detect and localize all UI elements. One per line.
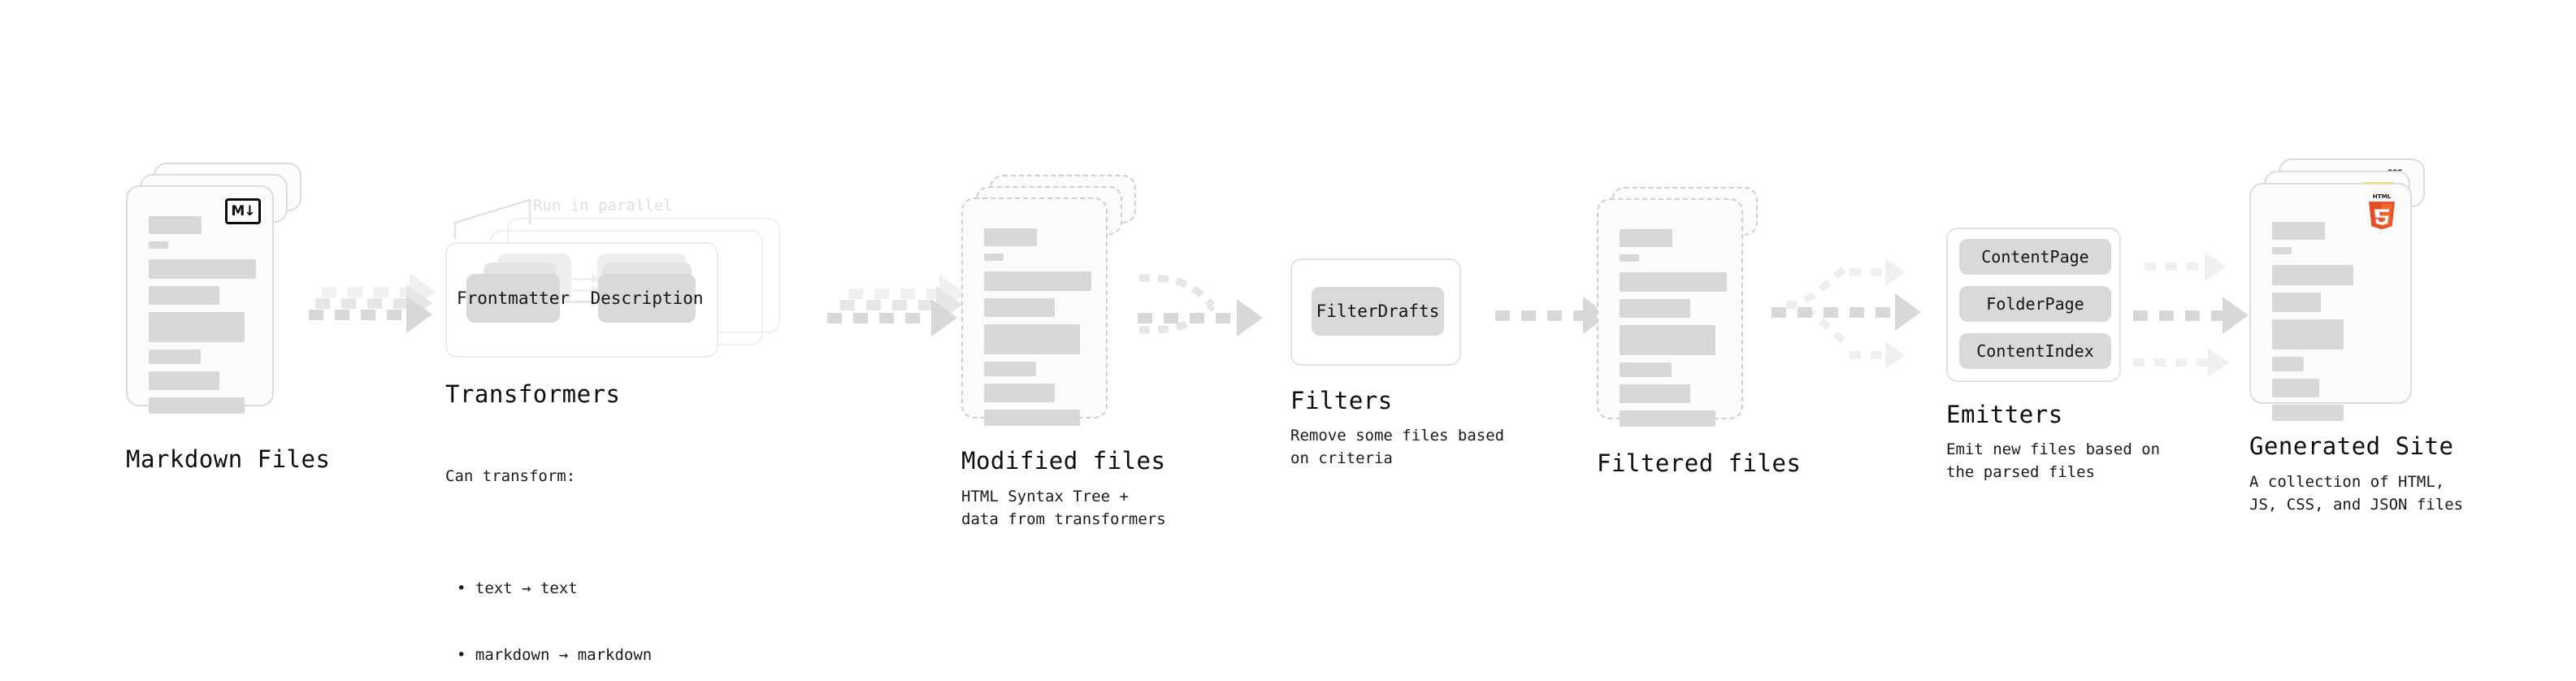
stage-markdown-files: M↓ Markdown Files	[126, 163, 330, 473]
run-in-parallel-brace	[453, 198, 531, 239]
stage-title-filtered-files: Filtered files	[1597, 449, 1802, 477]
transformers-description-lead: Can transform:	[445, 467, 576, 486]
chip-filterdrafts[interactable]: FilterDrafts	[1312, 287, 1444, 336]
chip-folderpage[interactable]: FolderPage	[1959, 286, 2111, 322]
fanout-curves	[1785, 261, 1852, 350]
html5-icon-svg: HTML	[2369, 193, 2395, 230]
stage-title-emitters: Emitters	[1946, 401, 2063, 428]
transformers-description: Can transform: • text → text • markdown …	[445, 421, 652, 681]
generated-doc-stack: CSS JS HTML	[2249, 158, 2436, 427]
stage-filtered-files: Filtered files	[1597, 187, 1801, 477]
chip-contentindex[interactable]: ContentIndex	[1959, 333, 2111, 369]
doc-skeleton-lines	[1620, 229, 1727, 434]
stage-title-filters: Filters	[1290, 387, 1393, 414]
markdown-icon-letter: M	[231, 202, 245, 219]
merge-curves	[1138, 274, 1216, 334]
doc-card-front: M↓	[126, 185, 274, 414]
connector-filtered-to-emitters	[1772, 232, 1942, 378]
html5-icon: HTML	[2365, 193, 2399, 233]
stage-title-markdown-files: Markdown Files	[126, 445, 331, 473]
doc-skeleton-lines	[149, 216, 256, 421]
stage-modified-files: Modified files HTML Syntax Tree + data f…	[961, 175, 1166, 528]
connector-emitters-to-site	[2133, 236, 2279, 382]
doc-skeleton-lines	[984, 228, 1091, 433]
filtered-doc-stack	[1597, 187, 1772, 439]
connector-md-to-transformers	[309, 268, 439, 341]
emitters-description: Emit new files based on the parsed files	[1946, 440, 2161, 481]
doc-card-front: HTML	[2249, 183, 2412, 421]
stage-title-modified-files: Modified files	[961, 447, 1166, 475]
transformers-bullet-1: • markdown → markdown	[457, 646, 653, 665]
doc-skeleton-lines	[2272, 222, 2389, 428]
transformers-bullet-0: • text → text	[457, 579, 578, 597]
doc-card-front	[1597, 198, 1743, 427]
stage-title-generated-site: Generated Site	[2249, 432, 2454, 460]
svg-text:HTML: HTML	[2373, 193, 2392, 200]
transformers-bullet-list: • text → text • markdown → markdown • ht…	[445, 533, 652, 681]
emitters-box: ContentPage FolderPage ContentIndex	[1946, 228, 2121, 382]
modified-doc-stack	[961, 175, 1136, 435]
stage-title-transformers: Transformers	[445, 380, 621, 408]
markdown-icon: M↓	[225, 198, 261, 224]
connector-modified-to-filters	[1138, 260, 1300, 366]
run-in-parallel-label: Run in parallel	[533, 197, 673, 215]
chip-frontmatter[interactable]: Frontmatter	[457, 274, 570, 323]
markdown-doc-stack: M↓	[126, 163, 313, 431]
stage-generated-site: CSS JS HTML	[2249, 158, 2463, 514]
filters-box: FilterDrafts	[1290, 258, 1461, 366]
markdown-icon-arrow: ↓	[244, 202, 255, 219]
filters-description: Remove some files based on criteria	[1290, 427, 1505, 467]
connector-transformers-to-modified	[827, 270, 965, 343]
chip-description[interactable]: Description	[590, 274, 704, 323]
chip-contentpage[interactable]: ContentPage	[1959, 239, 2111, 275]
generated-site-description: A collection of HTML, JS, CSS, and JSON …	[2249, 473, 2464, 514]
doc-card-front	[961, 197, 1108, 426]
modified-files-description: HTML Syntax Tree + data from transformer…	[961, 488, 1166, 528]
